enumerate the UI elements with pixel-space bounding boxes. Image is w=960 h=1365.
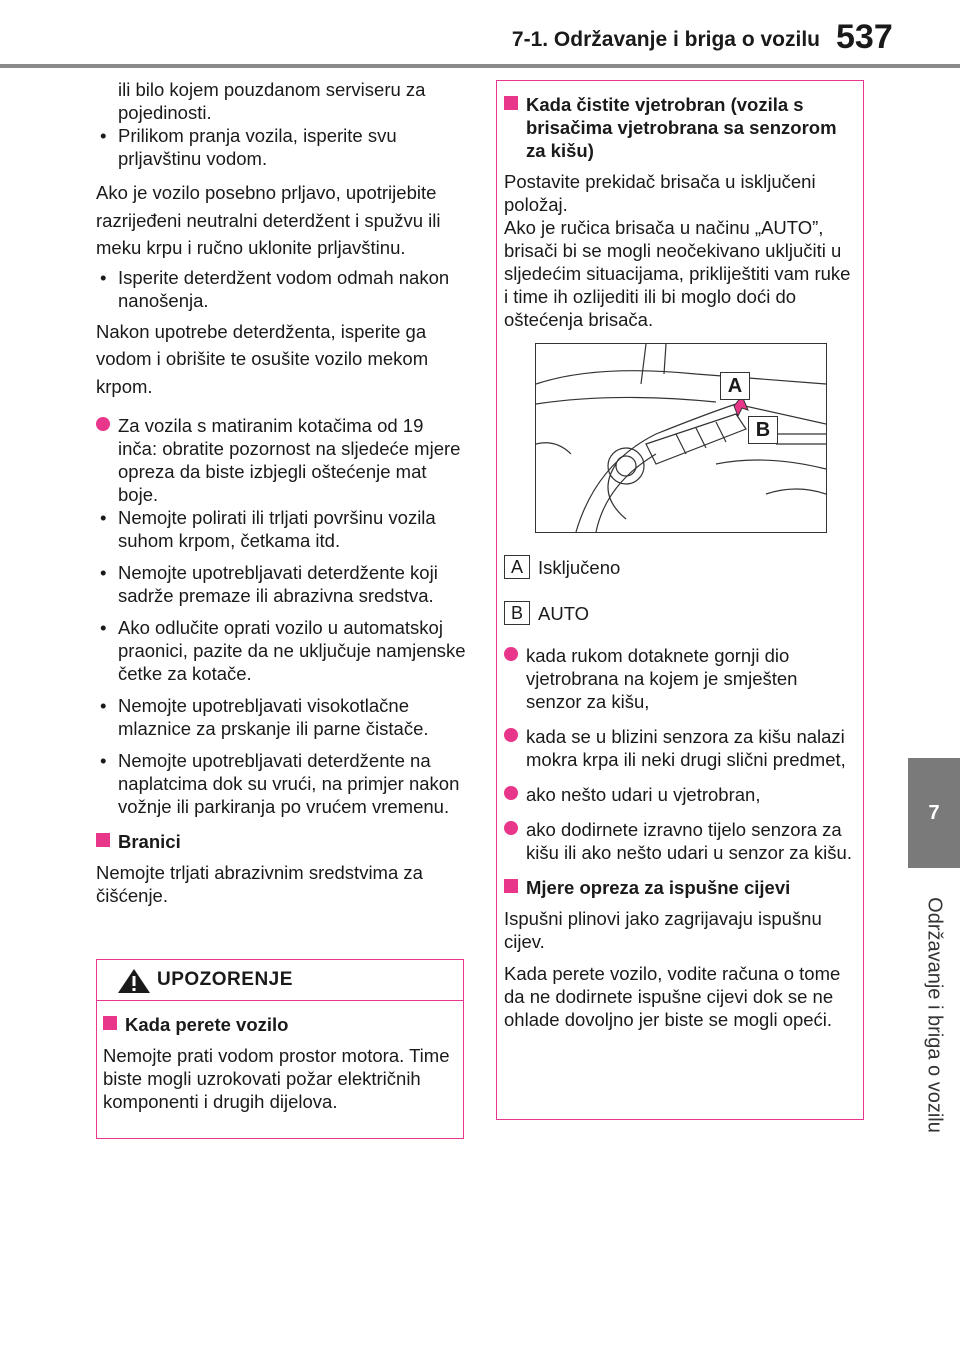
circle-bullet-icon [504, 786, 518, 800]
circle-bullet-icon [504, 821, 518, 835]
situation-item: ako nešto udari u vjetrobran, [504, 783, 856, 806]
legend-key-a: A [504, 555, 530, 579]
warning-box: UPOZORENJE Kada perete vozilo Nemojte pr… [96, 959, 464, 1139]
matte-bullet: • Nemojte upotrebljavati deterdžente na n… [96, 749, 466, 818]
right-info-box: Kada čistite vjetrobran (vozila s brisač… [496, 80, 864, 1120]
warning-header: UPOZORENJE [97, 960, 463, 1001]
bullet-rinse-text: Isperite deterdžent vodom odmah nakon na… [118, 266, 450, 311]
square-bullet-icon [103, 1016, 117, 1030]
situation-text: ako dodirnete izravno tijelo senzora za … [526, 819, 852, 863]
matte-wheels-note: Za vozila s matiranim kotačima od 19 inč… [96, 414, 466, 506]
warning-triangle-icon [117, 968, 151, 999]
bullet-dot: • [100, 562, 107, 583]
continued-line-1: ili bilo kojem pouzdanom serviseru za [118, 79, 426, 100]
bullet-dot: • [100, 266, 107, 288]
situation-text: ako nešto udari u vjetrobran, [526, 784, 761, 805]
para-exhaust-2: Kada perete vozilo, vodite računa o tome… [504, 963, 841, 1030]
matte-bullet: • Nemojte upotrebljavati deterdžente koji… [96, 561, 466, 607]
square-bullet-icon [504, 96, 518, 110]
legend-text-a: Isključeno [538, 557, 621, 578]
para-after: Nakon upotrebe deterdženta, isperite ga … [96, 320, 429, 397]
para-bumpers: Nemojte trljati abrazivnim sredstvima za… [96, 862, 423, 906]
header-rule [0, 64, 960, 68]
legend-a: A Isključeno [504, 555, 620, 581]
matte-bullet: • Ako odlučite oprati vozilo u automatsko… [96, 616, 466, 685]
situation-text: kada rukom dotaknete gornji dio vjetrobr… [526, 645, 798, 712]
matte-bullets: • Nemojte polirati ili trljati površinu v… [96, 506, 466, 818]
situation-item: ako dodirnete izravno tijelo senzora za … [504, 818, 856, 864]
matte-bullet-text: Nemojte upotrebljavati deterdžente na na… [118, 750, 460, 817]
chapter-header-title: 7-1. Održavanje i briga o vozilu [511, 28, 820, 51]
legend-b: B AUTO [504, 601, 589, 627]
para-exhaust-1: Ispušni plinovi jako zagrijavaju ispušnu… [504, 908, 822, 952]
situation-item: kada se u blizini senzora za kišu nalazi… [504, 725, 856, 771]
warning-text: Nemojte prati vodom prostor motora. Time… [103, 1045, 450, 1112]
matte-bullet-text: Nemojte upotrebljavati deterdžente koji … [118, 562, 438, 606]
legend-key-b: B [504, 601, 530, 625]
para-dirty: Ako je vozilo posebno prljavo, upotrijeb… [96, 182, 441, 258]
warning-body: Kada perete vozilo Nemojte prati vodom p… [97, 1001, 463, 1113]
heading-bumpers: Branici [96, 830, 466, 853]
bullet-dot: • [100, 750, 107, 771]
matte-bullet-text: Nemojte polirati ili trljati površinu vo… [118, 507, 436, 551]
continued-text: ili bilo kojem pouzdanom serviseru za po… [96, 78, 466, 124]
warning-heading: Kada perete vozilo [103, 1013, 457, 1036]
heading-exhaust: Mjere opreza za ispušne cijevi [504, 876, 856, 899]
circle-bullet-icon [504, 728, 518, 742]
circle-bullet-icon [504, 647, 518, 661]
page-number: 537 [836, 18, 893, 56]
situation-item: kada rukom dotaknete gornji dio vjetrobr… [504, 644, 856, 713]
heading-windshield: Kada čistite vjetrobran (vozila s brisač… [504, 93, 856, 162]
legend-text-b: AUTO [538, 603, 590, 624]
bullet-dot: • [100, 617, 107, 638]
circle-bullet-icon [96, 417, 110, 431]
bullet-dot: • [100, 507, 107, 528]
bullet-dot: • [100, 125, 107, 146]
heading-exhaust-text: Mjere opreza za ispušne cijevi [526, 877, 791, 898]
situations-list: kada rukom dotaknete gornji dio vjetrobr… [504, 644, 856, 1031]
continued-line-2: pojedinosti. [118, 102, 212, 123]
matte-bullet: • Nemojte upotrebljavati visokotlačne mla… [96, 694, 466, 740]
matte-bullet-text: Nemojte upotrebljavati visokotlačne mlaz… [118, 695, 429, 739]
chapter-side-label: Održavanje i briga o vozilu [923, 897, 946, 1133]
heading-bumpers-text: Branici [118, 831, 181, 852]
para-auto: Ako je ručica brisača u načinu „AUTO”, b… [504, 217, 851, 330]
para-switch: Postavite prekidač brisača u isključeni … [504, 171, 816, 215]
left-column: ili bilo kojem pouzdanom serviseru za po… [96, 78, 466, 916]
bullet-dot: • [100, 695, 107, 716]
wiper-lever-illustration: A B [535, 343, 827, 533]
bullet-wash-text: Prilikom pranja vozila, isperite svu prl… [118, 125, 397, 169]
bullet-rinse: • Isperite deterdžent vodom odmah nakon … [96, 266, 466, 312]
matte-wheels-text: Za vozila s matiranim kotačima od 19 inč… [118, 415, 461, 505]
wiper-lever-drawing [536, 344, 826, 532]
square-bullet-icon [96, 833, 110, 847]
matte-bullet-text: Ako odlučite oprati vozilo u automatskoj… [118, 617, 466, 684]
right-upper-content: Kada čistite vjetrobran (vozila s brisač… [504, 89, 856, 340]
situation-text: kada se u blizini senzora za kišu nalazi… [526, 726, 846, 770]
figure-label-b: B [748, 416, 778, 444]
figure-label-a: A [720, 372, 750, 400]
warning-title: UPOZORENJE [157, 969, 293, 990]
bullet-wash: • Prilikom pranja vozila, isperite svu p… [96, 124, 466, 170]
chapter-tab: 7 [908, 758, 960, 868]
square-bullet-icon [504, 879, 518, 893]
warning-heading-text: Kada perete vozilo [125, 1014, 289, 1035]
matte-bullet: • Nemojte polirati ili trljati površinu v… [96, 506, 466, 552]
heading-windshield-text: Kada čistite vjetrobran (vozila s brisač… [526, 94, 837, 161]
